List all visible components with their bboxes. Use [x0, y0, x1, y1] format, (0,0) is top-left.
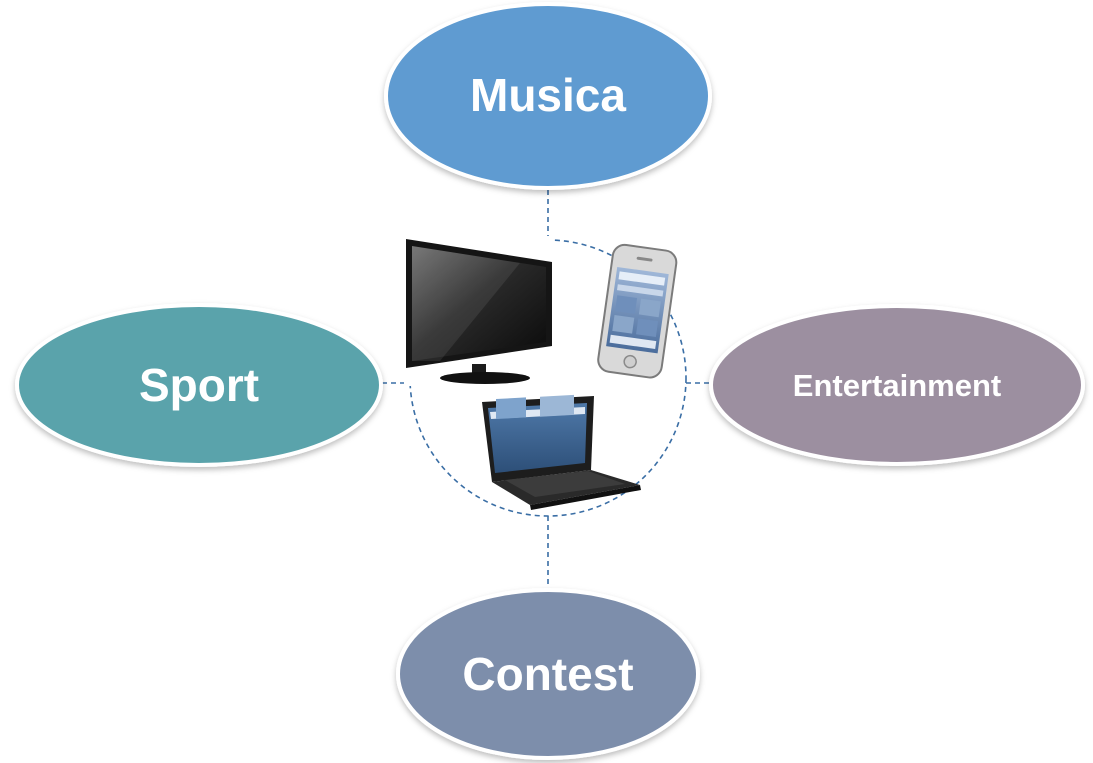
node-sport-label: Sport: [139, 359, 259, 411]
node-contest-label: Contest: [462, 648, 633, 700]
node-contest: Contest: [396, 588, 700, 760]
node-sport: Sport: [15, 303, 383, 467]
smartphone-icon: [597, 243, 678, 379]
node-musica-label: Musica: [470, 69, 626, 121]
tv-icon: [404, 236, 554, 386]
node-entertainment: Entertainment: [709, 304, 1085, 466]
laptop-icon: [482, 394, 641, 510]
node-entertainment-label: Entertainment: [793, 368, 1001, 403]
devices-group: [404, 236, 678, 510]
node-musica: Musica: [384, 2, 712, 190]
